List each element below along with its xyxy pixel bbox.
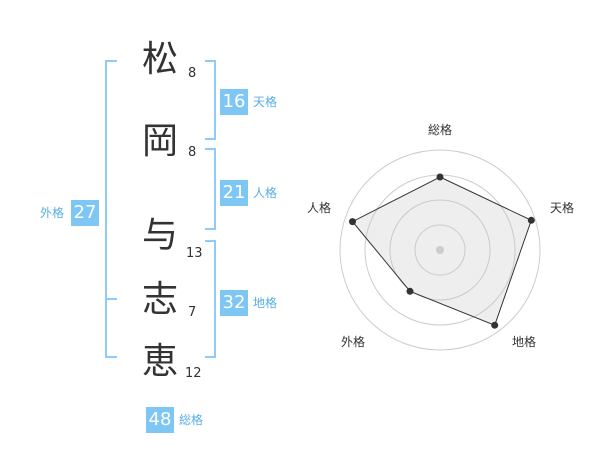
tenkaku-label: 天格: [253, 95, 278, 109]
radar-point-5: [349, 218, 356, 226]
radar-point-1: [436, 173, 444, 181]
chikaku-bracket: [205, 240, 216, 358]
name-char-2: 岡: [141, 121, 178, 162]
axis-label-gaikaku: 外格: [341, 334, 365, 349]
gaikaku-bracket-divider: [105, 298, 117, 300]
chikaku-label: 地格: [253, 296, 278, 310]
soukaku-value: 48: [146, 407, 174, 433]
radar-ring-2: [389, 199, 491, 301]
axis-label-chikaku: 地格: [512, 334, 536, 349]
radar-point-4: [406, 287, 414, 295]
stroke-count-3: 13: [186, 246, 203, 261]
name-char-1: 松: [141, 39, 178, 80]
stroke-count-2: 8: [188, 145, 197, 160]
stroke-count-4: 7: [188, 305, 197, 320]
gaikaku-bracket: [105, 60, 117, 358]
axis-label-soukaku: 総格: [428, 122, 452, 137]
jinkaku-label: 人格: [253, 186, 278, 200]
radar-point-3: [491, 321, 499, 329]
stroke-count-5: 12: [185, 366, 202, 381]
tenkaku-value: 16: [220, 89, 248, 115]
name-char-4: 志: [141, 279, 178, 320]
radar-ring-4: [339, 149, 541, 351]
radar-data-points: [349, 173, 535, 329]
radar-grid-rings: [339, 149, 541, 351]
soukaku-label: 総格: [179, 413, 204, 427]
stroke-count-1: 8: [188, 66, 197, 81]
name-char-3: 与: [141, 215, 178, 256]
gaikaku-value: 27: [71, 200, 99, 226]
jinkaku-value: 21: [220, 180, 248, 206]
axis-label-tenkaku: 天格: [550, 200, 574, 215]
tenkaku-bracket: [205, 60, 216, 140]
axis-label-jinkaku: 人格: [307, 200, 331, 215]
jinkaku-bracket: [205, 148, 216, 230]
gaikaku-label: 外格: [40, 206, 65, 220]
radar-ring-1: [414, 224, 466, 276]
chikaku-value: 32: [220, 290, 248, 316]
radar-point-2: [527, 216, 535, 224]
radar-center-dot: [436, 246, 444, 254]
name-char-5: 恵: [141, 341, 178, 382]
